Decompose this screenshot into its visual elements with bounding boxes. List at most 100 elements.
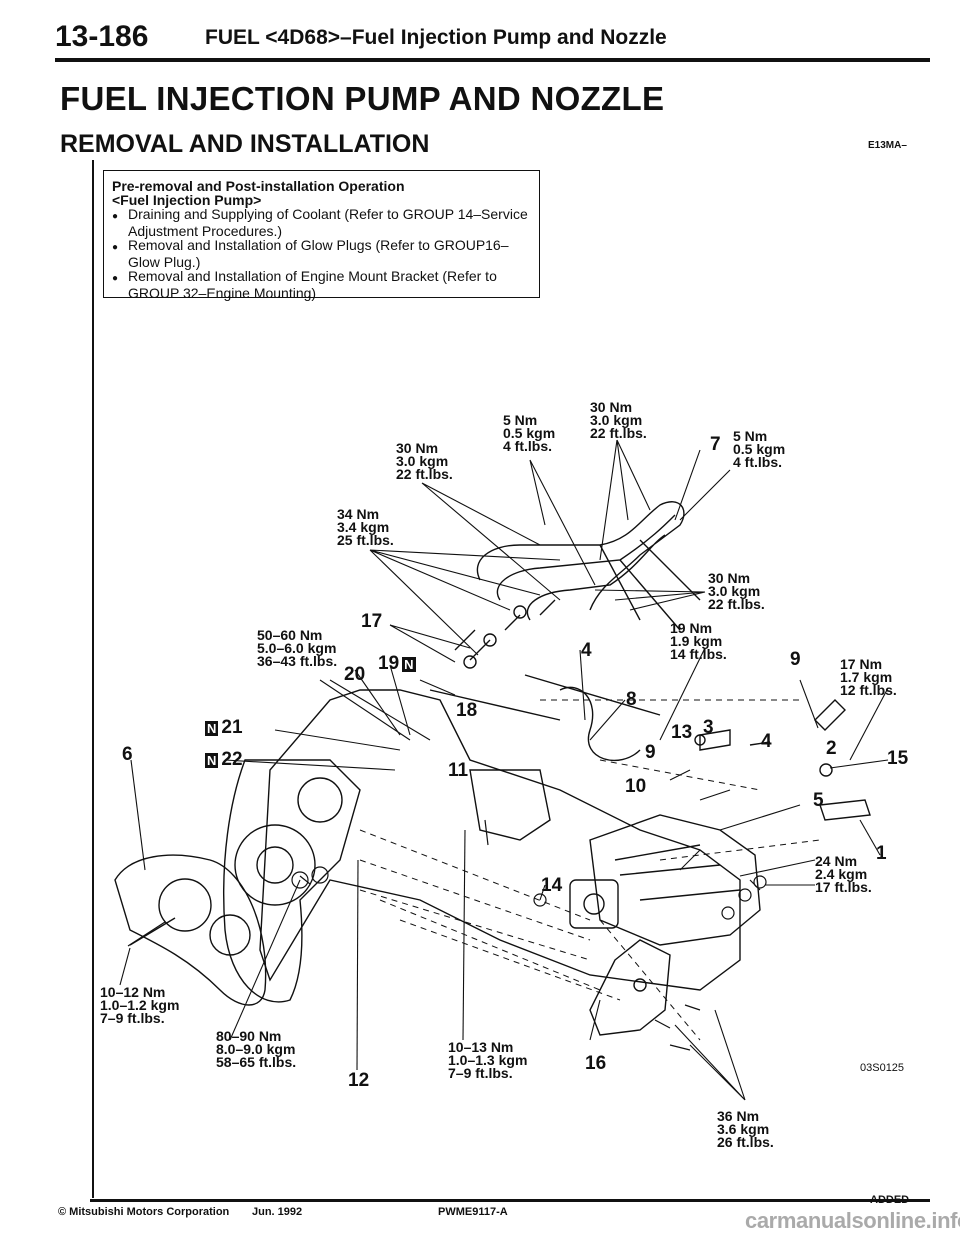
nut-mark-icon: N [402,657,416,672]
header-rule [55,58,930,62]
nozzles [454,599,556,661]
torque-label: 30 Nm 3.0 kgm 22 ft.lbs. [708,570,765,612]
figure-code: 03S0125 [860,1062,905,1074]
torque-nm: 17 Nm [840,656,883,672]
pre-removal-item: Removal and Installation of Engine Mount… [112,269,531,300]
pre-removal-item: Removal and Installation of Glow Plugs (… [112,238,531,269]
front-cover [114,854,267,1006]
callout-15: 15 [887,748,909,769]
footer-added: ADDED [870,1194,910,1206]
pre-removal-title: Pre-removal and Post-installation Operat… [112,178,405,194]
pulley [297,777,343,823]
torque-nm: 10–13 Nm [448,1039,514,1055]
torque-label: 10–13 Nm 1.0–1.3 kgm 7–9 ft.lbs. [448,1039,528,1081]
callout-3: 3 [703,717,714,738]
torque-kgm: 5.0–6.0 kgm [257,640,337,656]
torque-label: 80–90 Nm 8.0–9.0 kgm 58–65 ft.lbs. [216,1029,297,1070]
torque-nm: 34 Nm [337,506,380,522]
torque-ftlbs: 17 ft.lbs. [815,879,872,895]
torque-kgm: 1.0–1.3 kgm [448,1052,528,1068]
torque-nm: 50–60 Nm [257,627,323,643]
torque-ftlbs: 58–65 ft.lbs. [216,1054,297,1070]
torque-label: 5 Nm 0.5 kgm 4 ft.lbs. [733,428,786,470]
torque-nm: 5 Nm [503,412,538,428]
callout-1: 1 [876,843,887,864]
torque-ftlbs: 22 ft.lbs. [590,425,647,441]
callout-20: 20 [344,664,366,685]
sensor-1 [814,699,846,731]
callout-9: 9 [790,649,801,670]
callout-5: 5 [813,790,824,811]
callout-17: 17 [361,611,383,632]
callout-7: 7 [710,434,721,455]
callout-12: 12 [348,1070,370,1091]
torque-label: 5 Nm 0.5 kgm 4 ft.lbs. [503,412,556,454]
running-header: FUEL <4D68>–Fuel Injection Pump and Nozz… [205,26,667,49]
callout-21-number: 21 [221,717,243,738]
torque-label: 17 Nm 1.7 kgm 12 ft.lbs. [840,656,897,698]
sensor-2 [819,799,871,821]
footer-doc-code: PWME9117-A [438,1206,508,1218]
torque-label: 36 Nm 3.6 kgm 26 ft.lbs. [717,1109,774,1150]
rear-bracket [589,939,671,1036]
torque-nm: 19 Nm [670,620,713,636]
torque-kgm: 3.6 kgm [717,1121,770,1137]
callout-18: 18 [456,700,478,721]
pump-bracket [469,769,551,841]
nut-mark-icon: N [205,753,219,768]
callout-4: 4 [761,731,772,752]
torque-nm: 5 Nm [733,428,768,444]
torque-ftlbs: 26 ft.lbs. [717,1134,774,1150]
callout-22-number: 22 [221,749,243,770]
torque-ftlbs: 25 ft.lbs. [337,532,394,548]
torque-kgm: 3.0 kgm [708,583,761,599]
injection-pump [589,814,761,946]
torque-ftlbs: 4 ft.lbs. [733,454,783,470]
callout-19-number: 19 [378,653,400,674]
torque-kgm: 0.5 kgm [733,441,786,457]
section-subtitle: REMOVAL AND INSTALLATION [60,130,430,158]
engine-block [259,689,741,991]
margin-rule [92,160,94,1198]
page-title: FUEL INJECTION PUMP AND NOZZLE [60,80,665,117]
torque-kgm: 3.0 kgm [590,412,643,428]
callout-10: 10 [625,776,647,797]
footer-date: Jun. 1992 [252,1206,303,1218]
section-code: E13MA– [868,140,907,151]
footer-copyright: © Mitsubishi Motors Corporation [58,1206,230,1218]
torque-ftlbs: 7–9 ft.lbs. [100,1010,165,1026]
pump-flange [569,879,619,929]
return-hose [559,686,641,762]
callout-11: 11 [448,760,469,781]
torque-label: 10–12 Nm 1.0–1.2 kgm 7–9 ft.lbs. [100,984,179,1026]
pre-removal-subtitle: <Fuel Injection Pump> [112,192,262,208]
torque-kgm: 8.0–9.0 kgm [216,1041,296,1057]
callout-8: 8 [626,689,637,710]
torque-nm: 24 Nm [815,853,858,869]
torque-ftlbs: 12 ft.lbs. [840,682,897,698]
callout-2: 2 [826,738,837,759]
torque-kgm: 0.5 kgm [503,425,556,441]
torque-label: 34 Nm 3.4 kgm 25 ft.lbs. [337,506,394,548]
torque-label: 19 Nm 1.9 kgm 14 ft.lbs. [670,620,727,662]
pre-removal-item: Draining and Supplying of Coolant (Refer… [112,207,531,238]
torque-kgm: 3.0 kgm [396,453,449,469]
page-number: 13-186 [55,20,149,53]
torque-nm: 30 Nm [590,399,633,415]
callout-14: 14 [541,875,563,896]
torque-label: 30 Nm 3.0 kgm 22 ft.lbs. [590,399,647,441]
torque-nm: 30 Nm [708,570,751,586]
torque-ftlbs: 4 ft.lbs. [503,438,553,454]
torque-ftlbs: 22 ft.lbs. [396,466,453,482]
torque-nm: 10–12 Nm [100,984,166,1000]
callout-6: 6 [122,744,133,765]
nut-mark-icon: N [205,721,219,736]
torque-ftlbs: 7–9 ft.lbs. [448,1065,513,1081]
torque-ftlbs: 14 ft.lbs. [670,646,727,662]
callout-16: 16 [585,1053,607,1074]
torque-label: 24 Nm 2.4 kgm 17 ft.lbs. [815,853,872,895]
footer-rule [90,1199,930,1202]
torque-ftlbs: 22 ft.lbs. [708,596,765,612]
